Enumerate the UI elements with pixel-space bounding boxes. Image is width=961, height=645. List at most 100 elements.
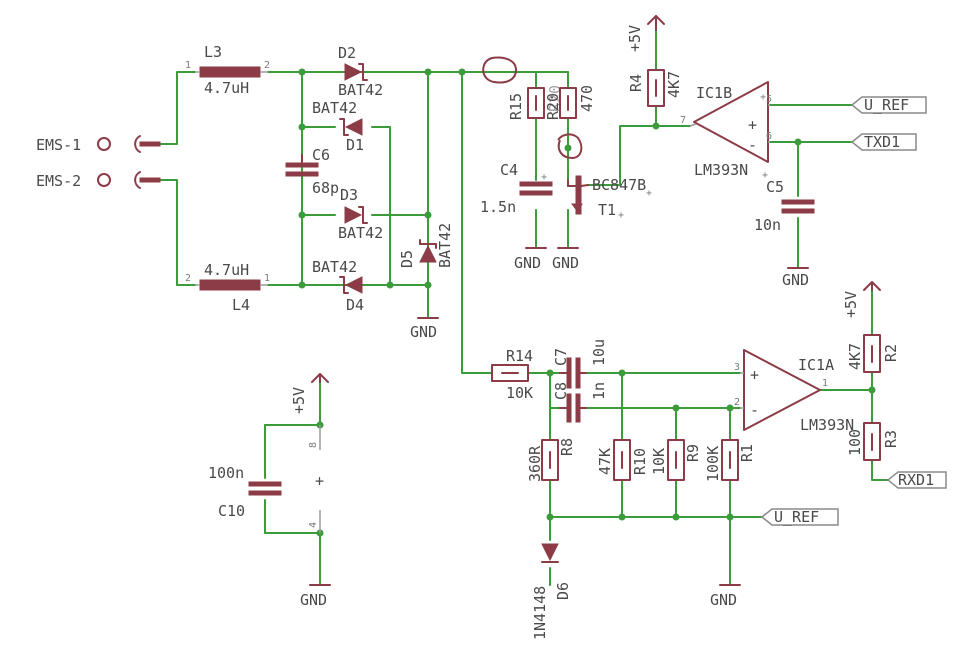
svg-text:U_REF: U_REF [774,508,819,526]
svg-text:1n: 1n [590,382,608,400]
flag-txd1: TXD1 [850,133,917,151]
flag-rxd1: RXD1 [886,471,947,489]
svg-text:T1: T1 [598,201,616,219]
svg-text:C8: C8 [552,382,570,400]
svg-text:1: 1 [264,273,270,284]
svg-text:68p: 68p [312,179,339,197]
resistor-r15: R15 R20 [507,87,562,120]
resistor-r10: 47K R10 [596,439,649,481]
svg-text:47K: 47K [596,448,614,475]
svg-text:100K: 100K [704,446,722,482]
svg-text:R3: R3 [882,430,900,448]
diode-d2: D2 BAT42 [338,44,383,99]
svg-text:IC1A: IC1A [798,356,834,374]
diode-d3: D3 BAT42 [338,186,383,242]
capacitor-c4: + C4 1.5n [480,161,553,216]
resistor-r8: 360R R8 [526,438,576,482]
svg-text:+: + [646,188,652,199]
svg-text:BAT42: BAT42 [312,258,357,276]
svg-text:C4: C4 [500,161,518,179]
svg-text:10n: 10n [754,216,781,234]
capacitor-c10: 100n C10 [208,464,282,520]
highlight-marks [482,56,583,160]
svg-text:100n: 100n [208,464,244,482]
l4-name: L4 [232,296,250,314]
svg-text:D4: D4 [346,296,364,314]
junctions [298,68,876,537]
svg-text:D1: D1 [346,136,364,154]
svg-text:5: 5 [766,94,772,105]
resistor-r4: R4 4K7 [627,69,683,107]
svg-text:R4: R4 [627,74,645,92]
svg-text:BC847B: BC847B [592,176,646,194]
svg-text:R14: R14 [506,347,533,365]
capacitor-c7: C7 10u [552,339,608,389]
svg-text:GND: GND [300,591,327,609]
svg-text:1: 1 [822,378,828,389]
connector-ems2: EMS-2 [36,171,161,190]
svg-text:R10: R10 [631,448,649,475]
ic-power-block: 8 + 4 [308,425,324,533]
gnd-symbol-c10: GND [300,584,331,609]
resistor-r2: 4K7 R2 [846,334,900,373]
ems2-label: EMS-2 [36,172,81,190]
svg-text:RXD1: RXD1 [898,471,934,489]
l3-name: L3 [204,43,222,61]
svg-text:D2: D2 [338,44,356,62]
svg-text:+: + [762,170,768,181]
svg-text:4K7: 4K7 [665,71,683,98]
vcc-symbol-c10: +5V [290,373,329,414]
svg-text:+: + [760,92,766,103]
svg-text:LM393N: LM393N [694,161,748,179]
svg-text:R9: R9 [684,444,702,462]
svg-text:+5V: +5V [842,291,860,318]
gnd-symbol-c5: GND [782,267,809,289]
capacitor-c8: C8 1n [552,382,608,423]
svg-text:GND: GND [514,254,541,272]
svg-text:BAT42: BAT42 [436,223,454,268]
ems1-label: EMS-1 [36,136,81,154]
svg-text:+: + [748,116,757,134]
inductor-l3: 1 2 L3 4.7uH [185,43,270,97]
svg-text:C6: C6 [312,146,330,164]
svg-text:6: 6 [766,131,772,142]
svg-text:2: 2 [734,397,740,408]
svg-text:IC1B: IC1B [696,84,732,102]
opamp-ic1b: + - 5 6 7 IC1B + LM393N + [680,81,772,181]
gnd-symbol-c4: GND [514,247,547,272]
svg-text:+: + [750,366,759,384]
svg-text:470: 470 [578,85,596,112]
connector-ems1: EMS-1 [36,135,161,154]
svg-text:-: - [750,401,759,419]
svg-text:BAT42: BAT42 [338,81,383,99]
svg-text:C7: C7 [552,348,570,366]
svg-text:4: 4 [308,522,319,528]
svg-text:C10: C10 [218,502,245,520]
svg-text:+5V: +5V [626,25,644,52]
svg-text:D5: D5 [398,250,416,268]
svg-text:1.5n: 1.5n [480,198,516,216]
svg-text:BAT42: BAT42 [338,224,383,242]
svg-text:C5: C5 [766,178,784,196]
svg-text:R1: R1 [738,444,756,462]
svg-text:+: + [541,172,547,183]
l4-value: 4.7uH [204,261,249,279]
flag-uref-top: U_REF [850,96,927,114]
resistor-r3: 100 R3 [846,422,900,461]
svg-text:U_REF: U_REF [864,96,909,114]
inductor-l4: 2 1 4.7uH L4 [185,261,270,314]
svg-text:1: 1 [185,60,191,71]
gnd-symbol-r1: GND [710,584,741,609]
svg-text:R8: R8 [558,438,576,456]
svg-text:D6: D6 [554,582,572,600]
diode-d5: D5 BAT42 [398,223,454,268]
capacitor-c6: C6 68p [285,146,339,197]
svg-text:GND: GND [410,323,437,341]
resistor-r14: R14 10K [491,347,533,402]
svg-text:TXD1: TXD1 [864,133,900,151]
svg-text:100: 100 [846,429,864,456]
svg-text:LM393N: LM393N [800,416,854,434]
svg-text:2: 2 [185,273,191,284]
